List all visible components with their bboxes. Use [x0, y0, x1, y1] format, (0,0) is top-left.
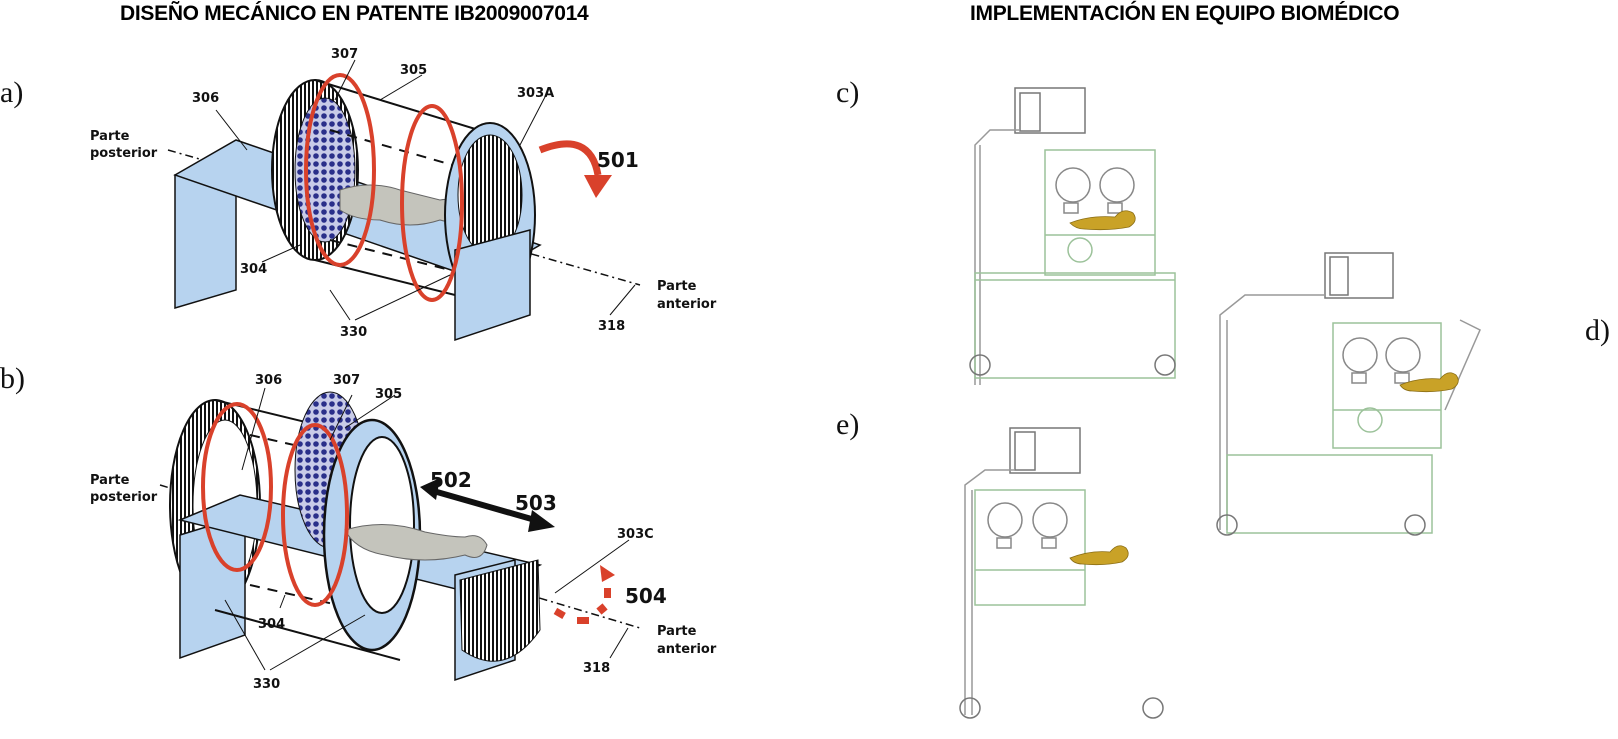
panel-letter-b: b) [0, 362, 25, 395]
label-303c: 303C [617, 527, 654, 542]
label-parte-posterior-1: Parte [90, 129, 130, 144]
label-504: 504 [625, 584, 667, 608]
incubator-line-art [974, 87, 1176, 385]
label-304: 304 [258, 617, 285, 632]
label-330: 330 [253, 677, 280, 692]
leader-lines [215, 59, 636, 321]
label-307: 307 [331, 47, 358, 62]
incubator-line-art [1219, 252, 1481, 534]
title-biomedical-implementation: IMPLEMENTACIÓN EN EQUIPO BIOMÉDICO [970, 2, 1400, 25]
incubator-line-art [964, 427, 1086, 715]
incubator-d-drawing [1216, 252, 1481, 536]
panel-letter-a: a) [0, 76, 24, 109]
panel-letter-d: d) [1585, 314, 1610, 347]
caster-wheels [959, 697, 1164, 719]
label-parte-posterior-2: posterior [90, 146, 158, 161]
red-highlight-rings [201, 402, 349, 607]
label-305: 305 [375, 387, 402, 402]
table-leg-anterior [454, 229, 531, 342]
rotation-arrow-501 [538, 140, 612, 198]
panel-a-diagram: 306 307 305 303A 501 304 330 318 Parte p… [90, 47, 717, 342]
axis-318-line [167, 149, 641, 286]
label-330: 330 [340, 325, 367, 340]
label-parte-anterior-1: Parte [657, 624, 697, 639]
label-parte-posterior-1: Parte [90, 473, 130, 488]
panel-b-diagram: 306 307 305 502 503 303C 504 304 330 318… [90, 373, 717, 692]
label-503: 503 [515, 491, 557, 515]
label-306: 306 [192, 91, 219, 106]
label-305: 305 [400, 63, 427, 78]
label-502: 502 [430, 468, 472, 492]
panel-letter-e: e) [836, 408, 860, 441]
translation-arrow-502-503 [420, 478, 555, 532]
axis-318-line [159, 484, 641, 629]
caster-wheels [1216, 514, 1426, 536]
label-307: 307 [333, 373, 360, 388]
label-318: 318 [598, 319, 625, 334]
incubator-e-drawing [959, 427, 1164, 719]
title-mechanical-design: DISEÑO MECÁNICO EN PATENTE IB2009007014 [120, 2, 589, 25]
label-306: 306 [255, 373, 282, 388]
label-501: 501 [597, 148, 639, 172]
table-leg-posterior [179, 513, 246, 660]
leader-lines [224, 387, 630, 671]
label-parte-anterior-1: Parte [657, 279, 697, 294]
baby-figure [1069, 210, 1136, 231]
label-parte-anterior-2: anterior [657, 297, 717, 312]
end-cap-303c [454, 559, 541, 682]
incubator-c-drawing [969, 87, 1176, 385]
label-318: 318 [583, 661, 610, 676]
rotation-arrow-504 [553, 565, 615, 624]
baby-figure [1399, 372, 1459, 393]
label-parte-anterior-2: anterior [657, 642, 717, 657]
label-303a: 303A [517, 86, 554, 101]
label-parte-posterior-2: posterior [90, 490, 158, 505]
label-304: 304 [240, 262, 267, 277]
red-highlight-rings [304, 73, 464, 302]
patient-silhouette [344, 524, 488, 561]
panel-letter-c: c) [836, 76, 860, 109]
baby-figure [1069, 545, 1129, 566]
caster-wheels [969, 354, 1176, 376]
